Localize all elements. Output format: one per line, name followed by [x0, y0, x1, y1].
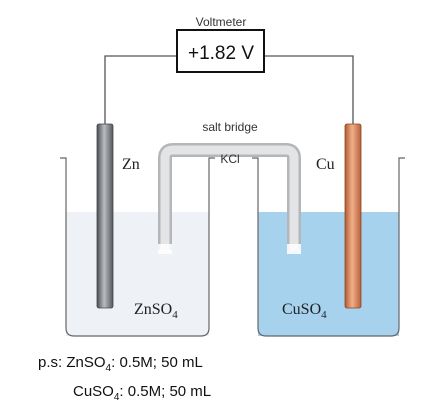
voltmeter-box [176, 29, 265, 73]
note-line-copper-sulfate: CuSO4: 0.5M; 50 mL [73, 383, 212, 403]
note-line-zinc-sulfate: p.s: ZnSO4: 0.5M; 50 mL [38, 354, 203, 374]
right-solution-label: CuSO4 [282, 301, 327, 321]
voltage-reading: +1.82 V [188, 43, 254, 64]
right-beaker [252, 157, 405, 337]
salt-bridge-electrolyte: KCl [220, 152, 239, 166]
copper-electrode-label: Cu [316, 156, 335, 173]
zinc-electrode [96, 123, 114, 309]
voltmeter-label: Voltmeter [196, 15, 247, 29]
left-solution [66, 212, 209, 336]
zinc-electrode-label: Zn [122, 156, 140, 173]
wires [104, 55, 354, 126]
left-beaker [60, 157, 215, 337]
salt-bridge [158, 143, 301, 254]
right-solution [258, 212, 399, 336]
copper-electrode [344, 123, 362, 309]
left-solution-label: ZnSO4 [134, 301, 178, 321]
salt-bridge-label: salt bridge [202, 120, 258, 134]
